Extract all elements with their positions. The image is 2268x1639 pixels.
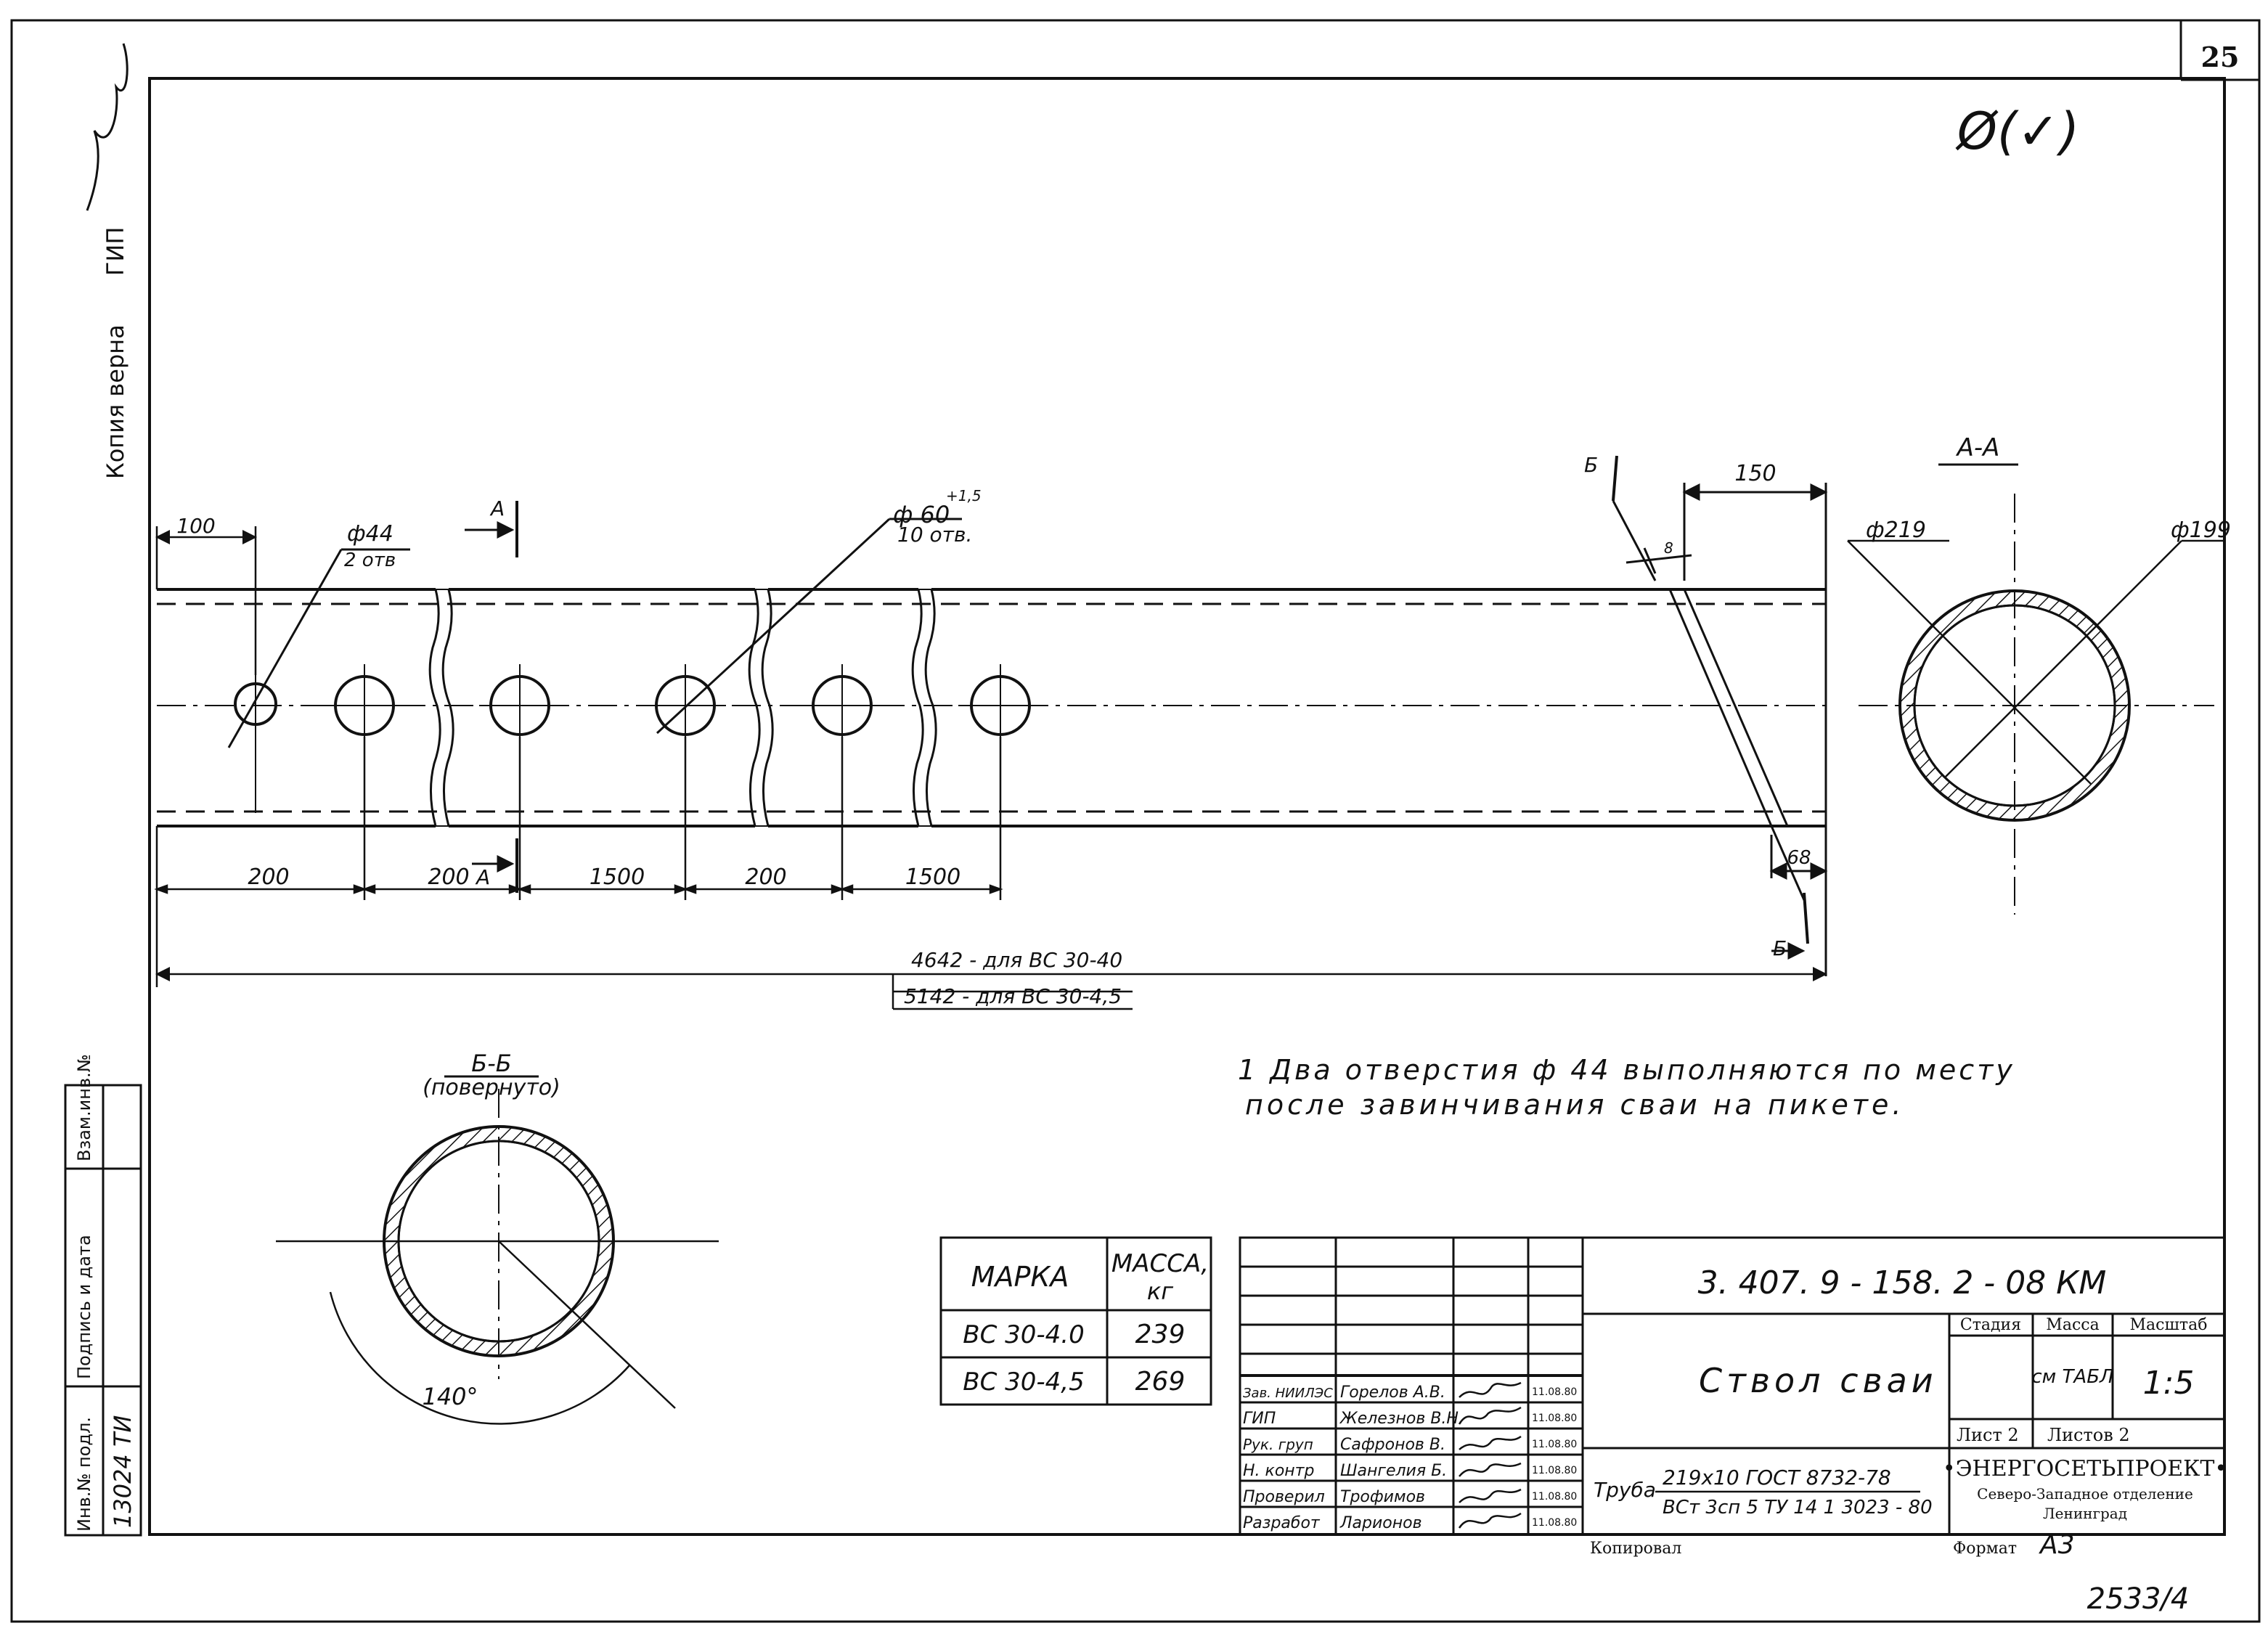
person-role: ГИП: [1243, 1410, 1276, 1428]
section-bb-subtitle: (повернуто): [423, 1075, 560, 1100]
person-date: 11.08.80: [1532, 1517, 1577, 1529]
person-name: Сафронов В.: [1340, 1436, 1445, 1454]
person-date: 11.08.80: [1532, 1439, 1577, 1450]
dim-chain-4: 200: [745, 865, 786, 890]
pipe-elevation: [157, 588, 1827, 827]
hole60-tolerance: +1,5: [946, 487, 982, 504]
overall-length-2: 5142 - для ВС 30-4,5: [904, 984, 1122, 1008]
dim-chain: [154, 737, 1827, 1010]
stage-label: Стадия: [1960, 1316, 2021, 1334]
person-name: Железнов В.Н.: [1339, 1410, 1464, 1428]
org-name: •ЭНЕРГОСЕТЬПРОЕКТ•: [1943, 1456, 2227, 1481]
leaders: [227, 518, 962, 748]
material-label: Труба: [1594, 1478, 1656, 1502]
drawing-code: 3. 407. 9 - 158. 2 - 08 КМ: [1698, 1264, 2107, 1301]
sheet-frame: [10, 19, 2261, 1623]
person-name: Шангелия Б.: [1340, 1462, 1447, 1480]
person-date: 11.08.80: [1532, 1386, 1577, 1398]
margin-table: [64, 1084, 142, 1537]
signature-margin: [86, 43, 129, 211]
cut-b-top: Б: [1584, 453, 1598, 477]
section-bb: [276, 1075, 719, 1425]
person-role: Разработ: [1243, 1514, 1321, 1532]
mass-row-2-mass: 269: [1135, 1367, 1186, 1397]
mass-label: Масса: [2046, 1316, 2099, 1334]
left-margin: Копия верна ГИП Инв.№ подл. Подпись и да…: [64, 43, 142, 1537]
sheet-mark: Ø(✓): [1955, 102, 2079, 161]
person-date: 11.08.80: [1532, 1413, 1577, 1424]
material-line-2: ВСт 3сп 5 ТУ 14 1 3023 - 80: [1663, 1497, 1933, 1519]
section-aa-title: А-А: [1956, 433, 2000, 462]
section-aa: [1847, 463, 2225, 915]
mass-row-1-mark: ВС 30-4.0: [963, 1320, 1084, 1349]
mass-table-col1: МАРКА: [971, 1261, 1069, 1293]
copied-label: Копировал: [1590, 1540, 1681, 1558]
hole44-label: ф44: [347, 521, 393, 547]
person-date: 11.08.80: [1532, 1465, 1577, 1476]
dim-chain-2: 200: [428, 865, 469, 890]
format-value: А3: [2039, 1530, 2075, 1560]
cut-b-bottom: Б: [1773, 936, 1787, 960]
holes: [234, 664, 1042, 813]
note-line-2: после завинчивания сваи на пикете.: [1245, 1089, 1905, 1121]
dim-chain-3: 1500: [590, 865, 645, 890]
dim-100-value: 100: [176, 514, 215, 538]
org-city: Ленинград: [2043, 1505, 2127, 1522]
bevel-angle-mark: 8: [1664, 539, 1673, 557]
inner-diameter: ф199: [2171, 518, 2231, 543]
person-name: Ларионов: [1339, 1514, 1422, 1532]
sheets-label: Листов 2: [2047, 1425, 2130, 1445]
section-bb-title: Б-Б: [471, 1050, 511, 1077]
sheet-label: Лист 2: [1957, 1425, 2019, 1445]
person-role: Рук. груп: [1243, 1436, 1313, 1453]
drawing-name: Ствол сваи: [1699, 1361, 1938, 1400]
scale-label: Масштаб: [2130, 1316, 2208, 1334]
dim-150-value: 150: [1734, 461, 1776, 486]
dim-chain-1: 200: [248, 865, 289, 890]
cut-a-top: А: [489, 496, 505, 520]
gip-label: ГИП: [102, 226, 129, 276]
copy-label: Копия верна: [102, 324, 129, 479]
hole44-qty: 2 отв: [344, 549, 396, 571]
title-block: [1239, 1236, 2226, 1536]
mass-row-1-mass: 239: [1135, 1320, 1186, 1349]
note-line-1: 1 Два отверстия ф 44 выполняются по мест…: [1238, 1054, 2015, 1086]
person-name: Горелов А.В.: [1340, 1383, 1445, 1402]
inv-no-label: Инв.№ подл.: [74, 1417, 94, 1532]
material-line-1: 219х10 ГОСТ 8732-78: [1663, 1466, 1891, 1489]
outer-diameter: ф219: [1866, 518, 1926, 543]
overall-length-1: 4642 - для ВС 30-40: [911, 948, 1122, 972]
archive-stamp: 2533/4: [2087, 1582, 2190, 1616]
cut-a-marks: [465, 501, 518, 893]
dim-100: [155, 526, 257, 675]
format-label: Формат: [1953, 1540, 2017, 1558]
mass-table-col2b: кг: [1147, 1278, 1173, 1305]
mass-table-col2a: МАССА,: [1111, 1249, 1209, 1278]
scale-value: 1:5: [2143, 1365, 2195, 1402]
person-date: 11.08.80: [1532, 1491, 1577, 1503]
person-role: Н. контр: [1243, 1462, 1314, 1480]
person-role: Проверил: [1243, 1488, 1325, 1506]
mass-row-2-mark: ВС 30-4,5: [963, 1368, 1084, 1397]
sign-date-label: Подпись и дата: [74, 1235, 94, 1379]
dim-chain-5: 1500: [905, 865, 960, 890]
section-bb-angle: 140°: [422, 1383, 478, 1410]
mass-value: см ТАБЛ: [2031, 1366, 2113, 1388]
person-role: Зав. НИИЛЭС: [1243, 1386, 1333, 1401]
mass-table: [939, 1236, 1212, 1406]
inv-no-value: 13024 ТИ: [109, 1415, 136, 1528]
cut-b-marks: [1612, 455, 1828, 976]
hole60-qty: 10 отв.: [897, 523, 972, 547]
cut-a-bottom: А: [475, 865, 490, 889]
org-branch: Северо-Западное отделение: [1977, 1485, 2193, 1503]
signatures: [1458, 1381, 1522, 1529]
sheet-number: 25: [2201, 41, 2240, 73]
replace-inv-label: Взам.инв.№: [74, 1054, 94, 1161]
hole60-label: ф 60: [893, 501, 950, 528]
person-name: Трофимов: [1340, 1488, 1425, 1506]
dim-68-value: 68: [1787, 847, 1811, 869]
signature-rows: Зав. НИИЛЭС Горелов А.В. 11.08.80 ГИП Же…: [1243, 1381, 1577, 1532]
